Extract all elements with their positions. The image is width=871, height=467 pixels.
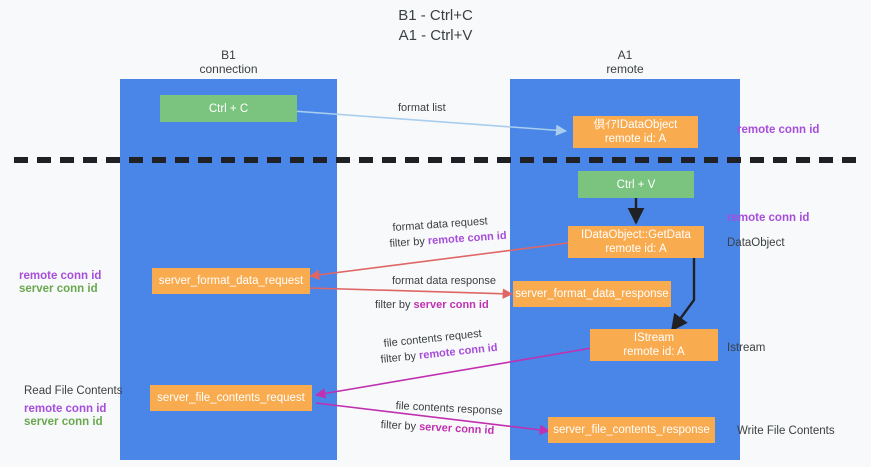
- node-istream[interactable]: IStream remote id: A: [590, 329, 718, 361]
- node-istream-line2: remote id: A: [623, 346, 685, 358]
- edge-label-format-list: format list: [398, 102, 446, 114]
- edge-label-format-data-response-filter-key: server conn id: [413, 299, 489, 311]
- annotation-remote-conn-id-mid: remote conn id: [727, 212, 810, 224]
- column-header-b1-line1: B1: [221, 48, 236, 62]
- edge-label-format-data-request-filter-prefix: filter by: [389, 235, 429, 250]
- annotation-read-file-contents: Read File Contents: [24, 385, 123, 397]
- node-idataobject-remote-line2: remote id: A: [604, 133, 667, 145]
- edge-label-file-contents-response-filter: filter by server conn id: [380, 418, 494, 438]
- edge-label-format-data-response-filter: filter by server conn id: [375, 298, 489, 312]
- annotation-istream: Istream: [727, 342, 766, 354]
- node-server-file-contents-request-label: server_file_contents_request: [157, 392, 305, 404]
- node-server-format-data-response[interactable]: server_format_data_response: [513, 281, 671, 307]
- annotation-left-remote-conn-id: remote conn id: [19, 270, 102, 282]
- edge-label-format-data-response: format data response: [392, 275, 496, 287]
- annotation-dataobject: DataObject: [727, 237, 785, 249]
- annotation-left-server-conn-id: server conn id: [19, 283, 98, 295]
- node-server-format-data-request-label: server_format_data_request: [158, 275, 304, 287]
- title-line-2: A1 - Ctrl+V: [398, 27, 473, 44]
- annotation-write-file-contents: Write File Contents: [737, 425, 835, 437]
- node-istream-line1: IStream: [633, 332, 675, 344]
- title-line-1: B1 - Ctrl+C: [398, 7, 473, 24]
- column-header-a1-line1: A1: [617, 48, 633, 62]
- node-idataobject-remote[interactable]: 倶ｲｱIDataObject remote id: A: [573, 116, 698, 148]
- edge-label-file-contents-response-filter-key: server conn id: [418, 421, 495, 437]
- node-ctrl-v-label: Ctrl + V: [616, 178, 656, 191]
- column-header-b1-line2: connection: [199, 62, 258, 76]
- node-server-file-contents-response-label: server_file_contents_response: [553, 424, 710, 436]
- annotation-left-server-conn-id-2: server conn id: [24, 416, 103, 428]
- node-ctrl-c-label: Ctrl + C: [208, 102, 249, 115]
- node-ctrl-c[interactable]: Ctrl + C: [160, 95, 297, 122]
- node-idataobject-getdata[interactable]: IDataObject::GetData remote id: A: [568, 226, 704, 258]
- column-header-a1: A1 remote: [510, 48, 740, 76]
- annotation-left-remote-conn-id-2: remote conn id: [24, 403, 107, 415]
- column-header-b1: B1 connection: [120, 48, 337, 76]
- node-idataobject-remote-line1: 倶ｲｱIDataObject: [593, 119, 678, 131]
- node-server-format-data-response-label: server_format_data_response: [515, 288, 669, 300]
- node-server-format-data-request[interactable]: server_format_data_request: [152, 268, 310, 294]
- edge-label-file-contents-request-filter-prefix: filter by: [380, 349, 420, 366]
- edge-label-format-data-request-filter-key: remote conn id: [427, 229, 507, 248]
- edge-label-file-contents-response-filter-prefix: filter by: [380, 418, 420, 433]
- diagram-title: B1 - Ctrl+C A1 - Ctrl+V: [0, 6, 871, 46]
- node-ctrl-v[interactable]: Ctrl + V: [578, 171, 694, 198]
- node-idataobject-getdata-line1: IDataObject::GetData: [581, 229, 691, 241]
- column-header-a1-line2: remote: [606, 62, 644, 76]
- edge-label-file-contents-response: file contents response: [395, 399, 503, 418]
- node-server-file-contents-request[interactable]: server_file_contents_request: [150, 385, 312, 411]
- annotation-remote-conn-id-top: remote conn id: [737, 124, 820, 136]
- node-server-file-contents-response[interactable]: server_file_contents_response: [548, 417, 715, 443]
- edge-label-format-data-response-filter-prefix: filter by: [375, 299, 414, 311]
- node-idataobject-getdata-line2: remote id: A: [605, 243, 667, 255]
